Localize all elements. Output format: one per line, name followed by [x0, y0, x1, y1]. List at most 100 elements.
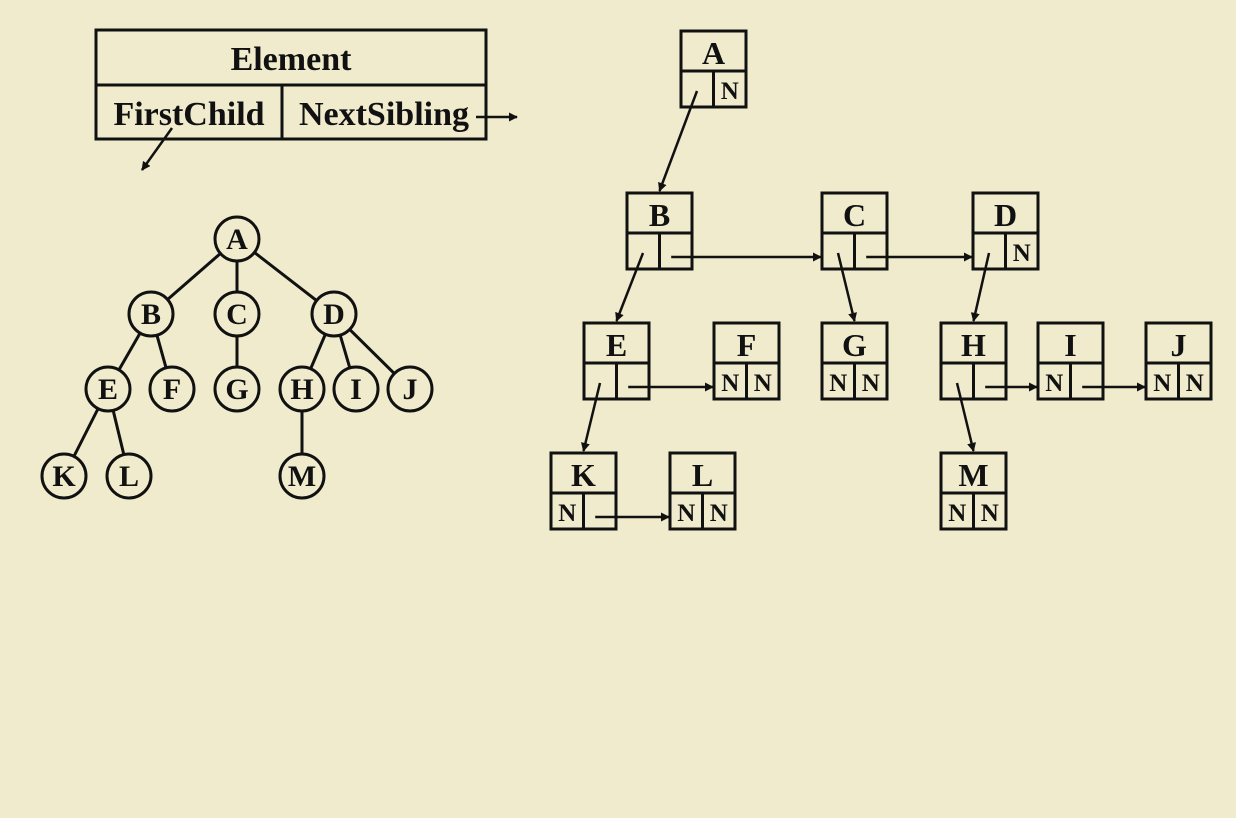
legend-title: Element: [231, 41, 353, 78]
tree-node-label: E: [98, 373, 118, 406]
null-first-child-label: N: [829, 370, 847, 397]
tree-node-label: L: [119, 460, 139, 493]
tree-node-circle: [278, 365, 326, 413]
first-child-arrow-b: [615, 252, 645, 322]
null-first-child-label: N: [558, 500, 576, 527]
tree-node-l: L: [105, 452, 153, 500]
tree-node-k: K: [40, 452, 88, 500]
tree-node-label: I: [350, 373, 362, 406]
linked-node-k: KN: [549, 451, 618, 531]
tree-node-j: J: [386, 365, 434, 413]
legend-first-child-label: FirstChild: [113, 96, 264, 133]
tree-node-i: I: [332, 365, 380, 413]
null-next-sibling-label: N: [981, 500, 999, 527]
linked-node-label: D: [994, 197, 1017, 233]
linked-node-label: J: [1171, 327, 1187, 363]
tree-node-g: G: [213, 365, 261, 413]
null-next-sibling-label: N: [710, 500, 728, 527]
tree-node-label: H: [290, 373, 313, 406]
tree-node-circle: [105, 452, 153, 500]
tree-edge-b-e: [117, 332, 142, 371]
tree-node-e: E: [84, 365, 132, 413]
tree-node-label: B: [141, 298, 161, 331]
tree-node-label: D: [323, 298, 345, 331]
linked-node-d: DN: [971, 191, 1040, 271]
tree-node-circle: [213, 215, 261, 263]
tree-node-d: D: [310, 290, 358, 338]
null-next-sibling-label: N: [862, 370, 880, 397]
tree-edge-d-j: [348, 328, 396, 375]
null-next-sibling-label: N: [1013, 240, 1031, 267]
tree-edge-e-k: [72, 407, 100, 458]
null-first-child-label: N: [721, 370, 739, 397]
element-legend: Element FirstChild NextSibling: [94, 28, 518, 171]
legend-first-child-arrow: [140, 127, 174, 171]
tree-node-circle: [278, 452, 326, 500]
tree-node-label: M: [288, 460, 316, 493]
linked-node-label: E: [606, 327, 627, 363]
tree-edge-d-h: [309, 333, 327, 370]
null-first-child-label: N: [677, 500, 695, 527]
general-tree: A B C D E F G H I J K L M: [40, 215, 434, 500]
linked-node-label: C: [843, 197, 866, 233]
tree-node-b: B: [127, 290, 175, 338]
tree-edge-a-b: [166, 252, 222, 301]
linked-node-label: A: [702, 35, 725, 71]
tree-edge-a-d: [253, 251, 318, 302]
tree-node-circle: [40, 452, 88, 500]
tree-node-circle: [213, 290, 261, 338]
legend-next-sibling-label: NextSibling: [299, 96, 469, 133]
null-first-child-label: N: [1045, 370, 1063, 397]
linked-node-label: H: [961, 327, 986, 363]
tree-node-circle: [310, 290, 358, 338]
linked-node-label: B: [649, 197, 670, 233]
null-first-child-label: N: [948, 500, 966, 527]
tree-node-label: J: [403, 373, 418, 406]
null-next-sibling-label: N: [721, 78, 739, 105]
first-child-arrow-c: [836, 252, 857, 322]
tree-node-label: C: [226, 298, 248, 331]
null-next-sibling-label: N: [1186, 370, 1204, 397]
tree-node-label: K: [52, 460, 76, 493]
tree-node-h: H: [278, 365, 326, 413]
tree-node-label: F: [163, 373, 181, 406]
linked-node-i: IN: [1036, 321, 1105, 401]
linked-node-b: B: [625, 191, 694, 271]
first-child-arrow-d: [970, 252, 991, 322]
tree-node-circle: [213, 365, 261, 413]
tree-node-circle: [386, 365, 434, 413]
null-first-child-label: N: [1153, 370, 1171, 397]
tree-node-label: G: [225, 373, 248, 406]
linked-node-label: M: [958, 457, 988, 493]
tree-node-circle: [127, 290, 175, 338]
linked-node-c: C: [820, 191, 889, 271]
tree-edge-d-i: [338, 334, 352, 369]
tree-edge-b-f: [155, 334, 168, 369]
linked-node-e: E: [582, 321, 651, 401]
first-child-arrow-h: [955, 382, 976, 452]
linked-node-label: K: [571, 457, 596, 493]
linked-node-h: H: [939, 321, 1008, 401]
linked-node-label: L: [692, 457, 713, 493]
tree-node-circle: [84, 365, 132, 413]
tree-node-circle: [148, 365, 196, 413]
linked-node-label: F: [737, 327, 757, 363]
first-child-arrow-e: [581, 382, 602, 452]
tree-node-a: A: [213, 215, 261, 263]
tree-node-label: A: [226, 223, 248, 256]
tree-node-m: M: [278, 452, 326, 500]
tree-node-c: C: [213, 290, 261, 338]
linked-node-label: I: [1064, 327, 1076, 363]
linked-node-a: AN: [679, 29, 748, 109]
linked-node-label: G: [842, 327, 867, 363]
tree-node-circle: [332, 365, 380, 413]
tree-node-f: F: [148, 365, 196, 413]
null-next-sibling-label: N: [754, 370, 772, 397]
